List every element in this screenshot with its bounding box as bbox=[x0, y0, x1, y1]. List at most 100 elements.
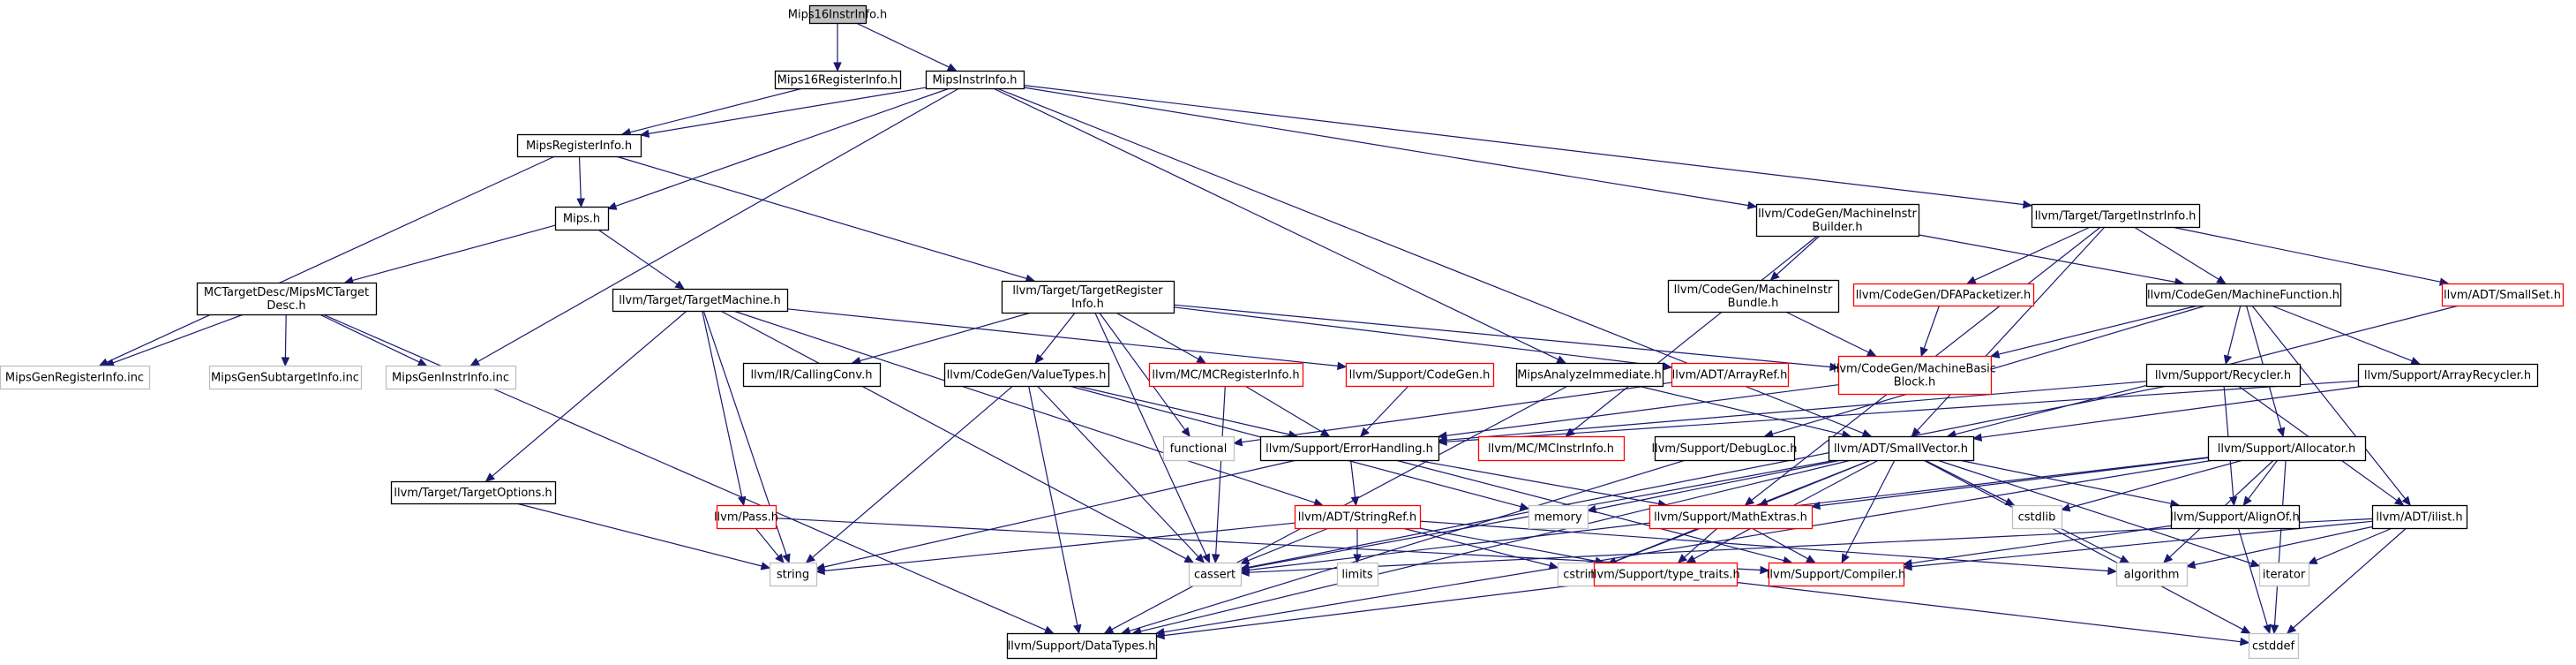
node-box bbox=[2441, 283, 2565, 307]
include-edge-n33-n30 bbox=[1989, 305, 2198, 359]
node-llvm-support-debugloc-h[interactable]: llvm/Support/DebugLoc.h bbox=[1652, 435, 1798, 462]
node-llvm-support-codegen-h[interactable]: llvm/Support/CodeGen.h bbox=[1345, 362, 1495, 388]
node-label: llvm/Support/ErrorHandling.h bbox=[1265, 442, 1433, 456]
include-edge-n39-n41 bbox=[2060, 459, 2243, 512]
node-label: llvm/Pass.h bbox=[714, 511, 778, 525]
node-label: llvm/Support/ArrayRecycler.h bbox=[2364, 369, 2531, 382]
node-box bbox=[2207, 435, 2367, 462]
node-llvm-adt-ilist-h[interactable]: llvm/ADT/ilist.h bbox=[2371, 504, 2468, 530]
node-label: llvm/Support/Recycler.h bbox=[2155, 369, 2291, 382]
node-box bbox=[925, 70, 1025, 90]
include-edge-n43-n47 bbox=[2185, 525, 2373, 570]
node-llvm-codegen-dfapacketizer-h[interactable]: llvm/CodeGen/DFAPacketizer.h bbox=[1852, 283, 2035, 307]
include-edge-n18-n23 bbox=[1244, 385, 1331, 437]
include-edge-n28-n33 bbox=[1918, 234, 2185, 286]
node-mipsregisterinfo-h[interactable]: MipsRegisterInfo.h bbox=[516, 133, 642, 158]
node-label: llvm/Support/DebugLoc.h bbox=[1652, 442, 1798, 456]
node-box bbox=[1294, 504, 1422, 530]
node-llvm-support-mathextras-h[interactable]: llvm/Support/MathExtras.h bbox=[1648, 504, 1814, 530]
include-edge-n10-n11 bbox=[484, 310, 687, 482]
node-llvm-target-targetinstrinfo-h[interactable]: llvm/Target/TargetInstrInfo.h bbox=[2031, 203, 2201, 229]
node-box bbox=[2031, 203, 2201, 229]
node-box bbox=[612, 288, 789, 313]
include-edge-n33-n35 bbox=[2223, 305, 2242, 366]
include-edge-n25-n13 bbox=[815, 522, 1296, 576]
node-mips-h[interactable]: Mips.h bbox=[554, 206, 610, 231]
node-llvm-adt-stringref-h[interactable]: llvm/ADT/StringRef.h bbox=[1294, 504, 1422, 530]
node-label: Mips16InstrInfo.h bbox=[788, 9, 887, 22]
node-label: iterator bbox=[2263, 569, 2306, 582]
include-edge-n38-n9 bbox=[1131, 459, 1852, 636]
include-edge-n0-n1 bbox=[833, 23, 842, 72]
node-llvm-support-allocator-h[interactable]: llvm/Support/Allocator.h bbox=[2207, 435, 2367, 462]
node-label: MipsAnalyzeImmediate.h bbox=[1517, 369, 1662, 382]
node-label: cstdlib bbox=[2018, 511, 2056, 525]
node-box bbox=[1336, 562, 1379, 587]
node-mipsanalyzeimmediate-h[interactable]: MipsAnalyzeImmediate.h bbox=[1515, 362, 1664, 388]
include-edge-n32-n30 bbox=[1919, 305, 1941, 358]
node-llvm-adt-arrayref-h[interactable]: llvm/ADT/ArrayRef.h bbox=[1671, 362, 1790, 388]
node-llvm-support-type-traits-h[interactable]: llvm/Support/type_traits.h bbox=[1590, 562, 1740, 587]
include-edge-n0-n2 bbox=[855, 22, 958, 72]
node-box bbox=[0, 365, 151, 390]
include-edge-n31-n34 bbox=[2171, 226, 2450, 286]
node-llvm-support-recycler-h[interactable]: llvm/Support/Recycler.h bbox=[2145, 363, 2302, 388]
include-edge-n17-n9 bbox=[1028, 385, 1082, 635]
include-edge-n45-n9 bbox=[1154, 582, 1595, 640]
node-box bbox=[1768, 562, 1905, 587]
node-box bbox=[1828, 435, 1975, 462]
node-box bbox=[1528, 504, 1589, 530]
node-llvm-support-datatypes-h[interactable]: llvm/Support/DataTypes.h bbox=[1006, 632, 1158, 660]
node-llvm-support-arrayrecycler-h[interactable]: llvm/Support/ArrayRecycler.h bbox=[2357, 363, 2539, 388]
node-llvm-mc-mcregisterinfo-h[interactable]: llvm/MC/MCRegisterInfo.h bbox=[1148, 362, 1304, 388]
node-cstddef: cstddef bbox=[2248, 632, 2300, 660]
node-box bbox=[1837, 355, 1993, 396]
node-label: llvm/ADT/ArrayRef.h bbox=[1672, 369, 1788, 382]
include-edge-n31-n38 bbox=[1911, 226, 2106, 437]
node-box bbox=[196, 282, 378, 316]
node-box bbox=[1148, 362, 1304, 388]
include-edge-n45-n49 bbox=[1736, 581, 2250, 646]
node-iterator: iterator bbox=[2258, 562, 2310, 587]
node-mipsinstrinfo-h[interactable]: MipsInstrInfo.h bbox=[925, 70, 1025, 90]
include-edge-n11-n13 bbox=[515, 503, 771, 571]
include-edge-n36-n38 bbox=[1971, 385, 2366, 442]
node-box bbox=[2170, 504, 2301, 530]
node-llvm-mc-mcinstrinfo-h[interactable]: llvm/MC/MCInstrInfo.h bbox=[1477, 435, 1626, 462]
node-llvm-support-alignof-h[interactable]: llvm/Support/AlignOf.h bbox=[2170, 504, 2301, 530]
node-label: MipsRegisterInfo.h bbox=[526, 140, 632, 153]
node-llvm-adt-smallvector-h[interactable]: llvm/ADT/SmallVector.h bbox=[1828, 435, 1975, 462]
include-edge-n5-n8 bbox=[319, 314, 428, 367]
node-box bbox=[1162, 435, 1235, 462]
node-box bbox=[554, 206, 610, 231]
include-edge-n18-n14 bbox=[1211, 385, 1226, 564]
node-llvm-adt-smallset-h[interactable]: llvm/ADT/SmallSet.h bbox=[2441, 283, 2565, 307]
node-llvm-codegen-valuetypes-h[interactable]: llvm/CodeGen/ValueTypes.h bbox=[943, 362, 1110, 388]
node-label: Desc.h bbox=[267, 299, 305, 313]
node-mips16instrinfo-h[interactable]: Mips16InstrInfo.h bbox=[788, 4, 887, 25]
node-box bbox=[808, 4, 867, 25]
node-box bbox=[1755, 203, 1920, 238]
node-llvm-target-targetoptions-h[interactable]: llvm/Target/TargetOptions.h bbox=[390, 480, 557, 505]
node-llvm-pass-h[interactable]: llvm/Pass.h bbox=[714, 504, 778, 530]
include-edge-n15-n14 bbox=[1094, 312, 1211, 564]
node-mips16registerinfo-h[interactable]: Mips16RegisterInfo.h bbox=[774, 70, 902, 90]
node-llvm-ir-callingconv-h[interactable]: llvm/IR/CallingConv.h bbox=[742, 362, 882, 388]
node-llvm-target-targetmachine-h[interactable]: llvm/Target/TargetMachine.h bbox=[612, 288, 789, 313]
node-llvm-support-errorhandling-h[interactable]: llvm/Support/ErrorHandling.h bbox=[1259, 435, 1440, 462]
node-llvm-codegen-machinefunction-h[interactable]: llvm/CodeGen/MachineFunction.h bbox=[2145, 283, 2342, 307]
node-label: llvm/ADT/SmallVector.h bbox=[1834, 442, 1968, 456]
include-edge-n10-n25 bbox=[732, 310, 1324, 507]
node-box bbox=[390, 480, 557, 505]
node-box bbox=[2357, 363, 2539, 388]
node-llvm-support-compiler-h[interactable]: llvm/Support/Compiler.h bbox=[1767, 562, 1905, 587]
node-label: Mips.h bbox=[563, 213, 600, 226]
node-label: cassert bbox=[1194, 569, 1235, 582]
node-label: llvm/Target/TargetMachine.h bbox=[619, 294, 781, 307]
include-edge-n4-n10 bbox=[597, 229, 685, 290]
